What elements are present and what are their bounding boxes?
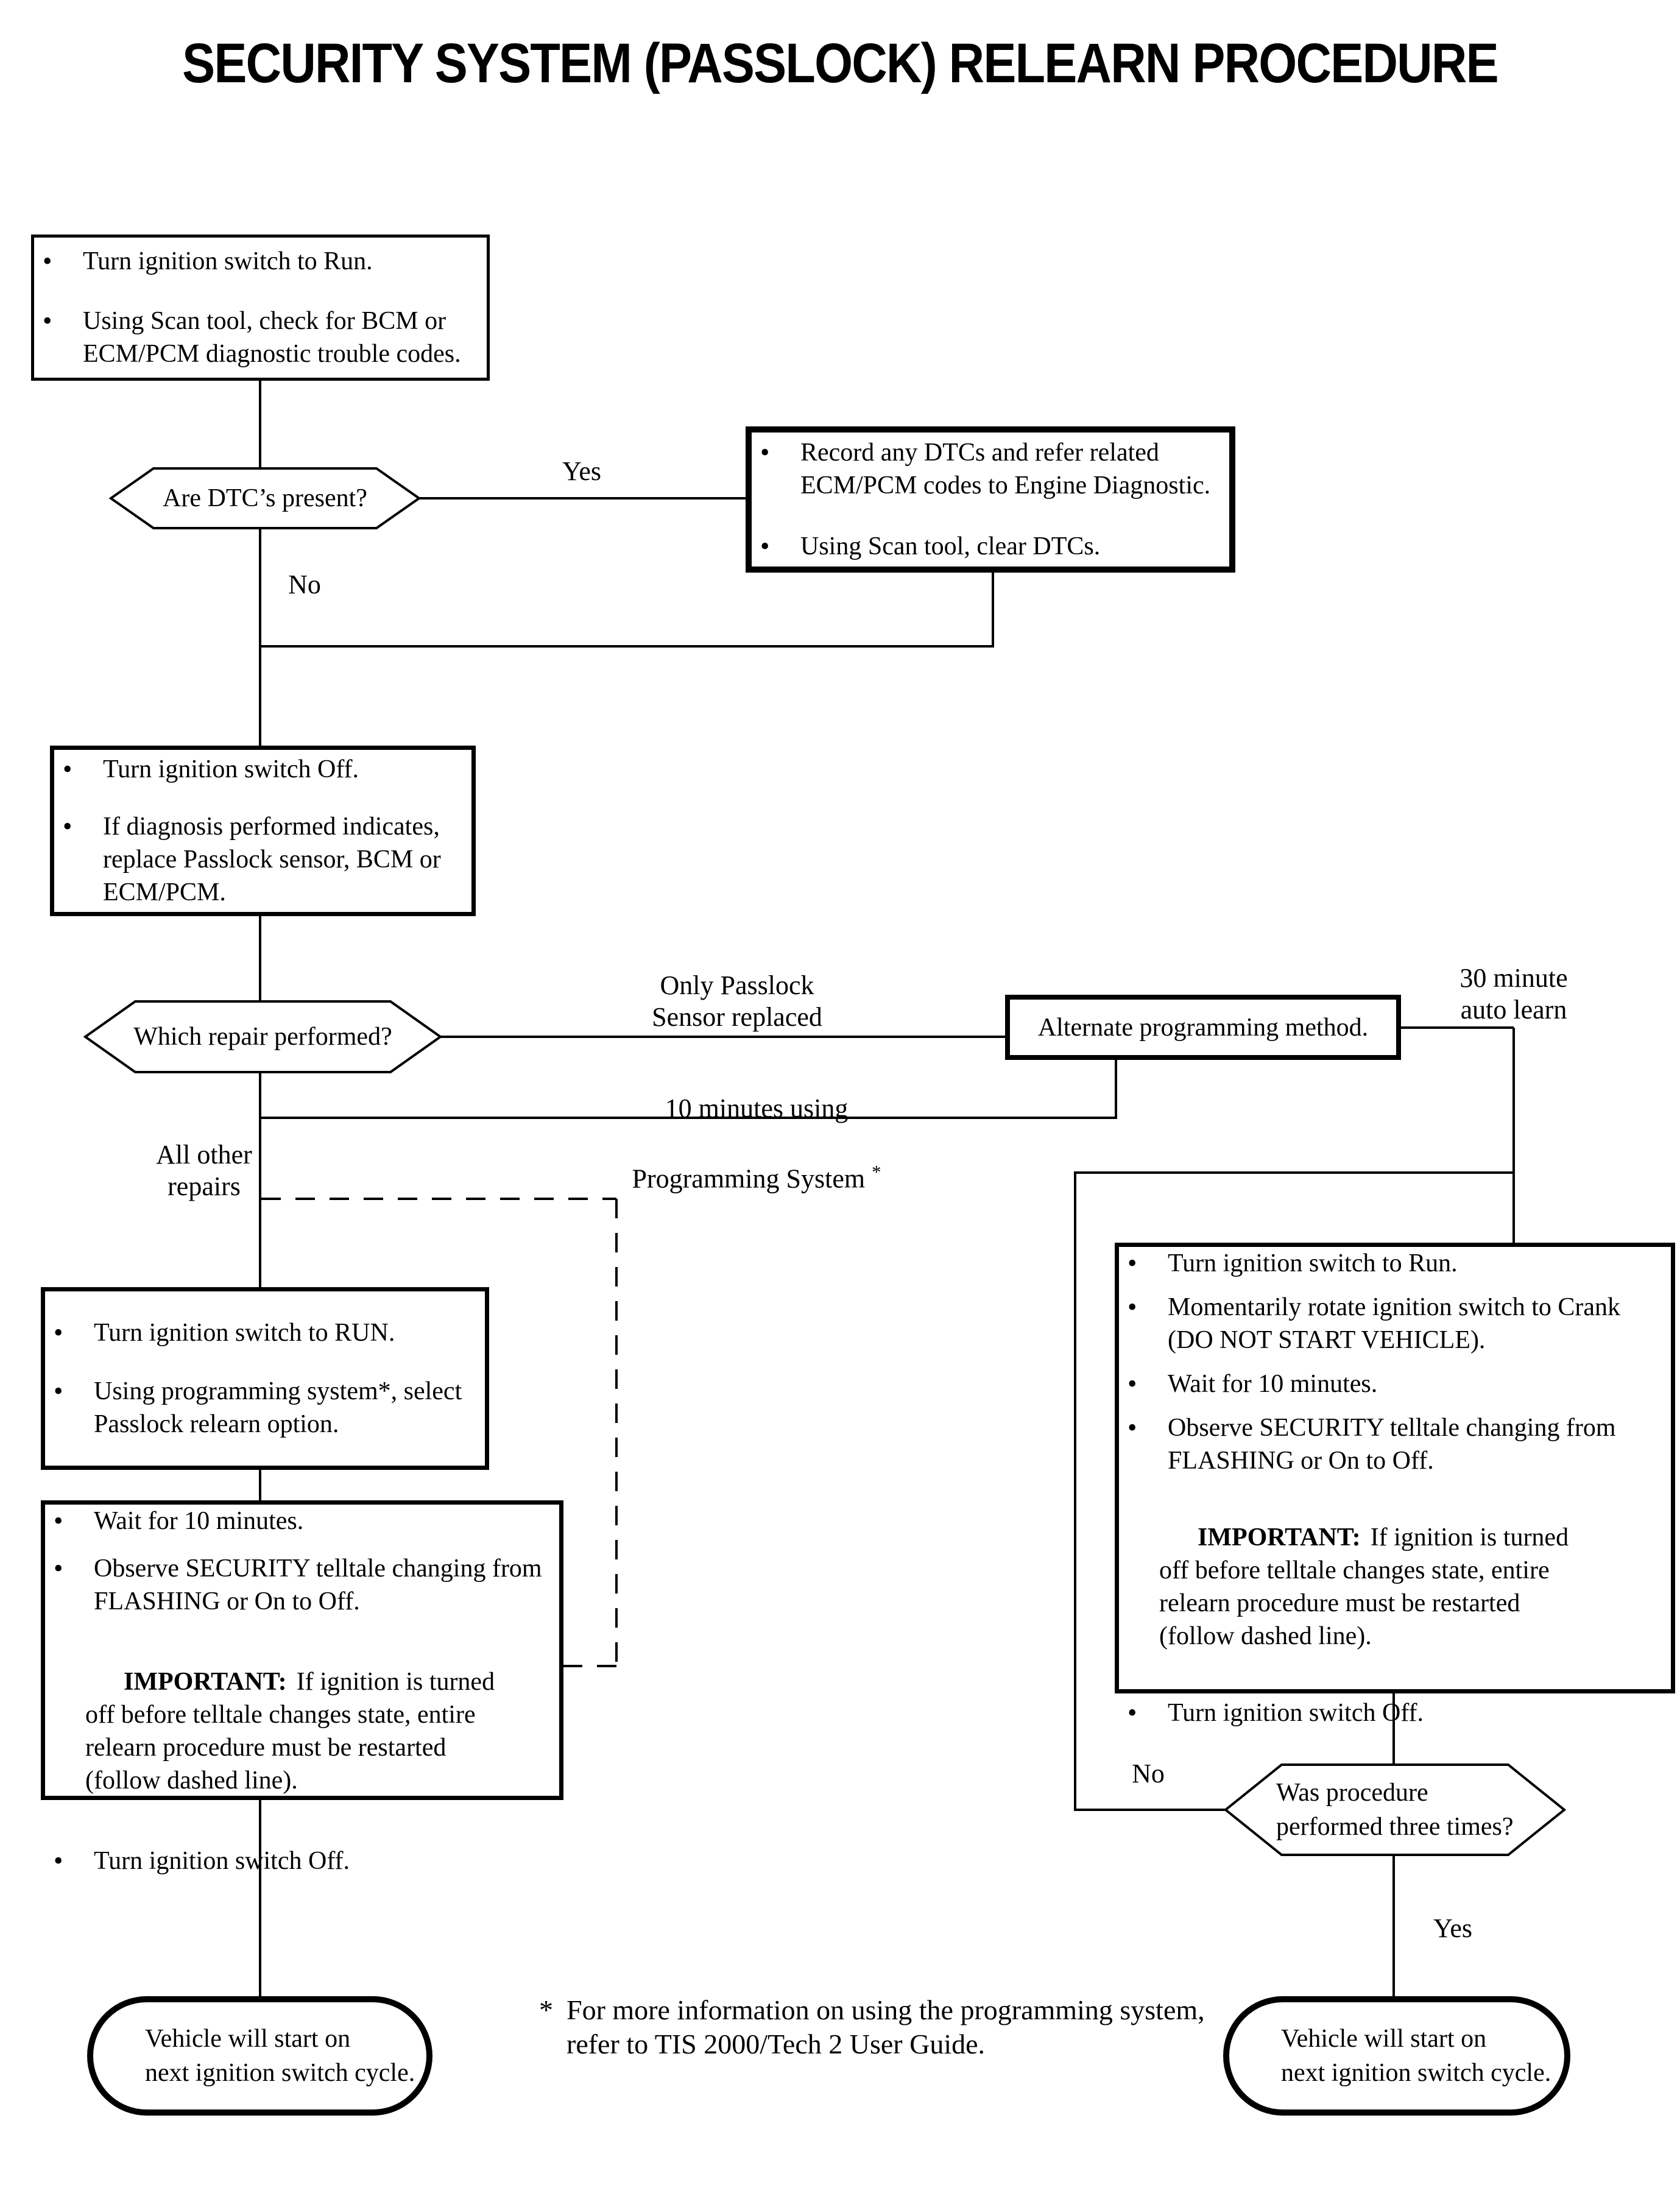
edge-label-no: No bbox=[288, 570, 321, 599]
edge-label-yes-right: Yes bbox=[1433, 1913, 1473, 1943]
decision-three-times-label: Was procedure performed three times? bbox=[1276, 1779, 1514, 1841]
list-item: • Momentarily rotate ignition switch to … bbox=[1119, 1291, 1671, 1357]
bullet-icon: • bbox=[1128, 1698, 1137, 1728]
record-dtcs-box: • Record any DTCs and refer related ECM/… bbox=[746, 426, 1235, 573]
bullet-icon: • bbox=[63, 811, 72, 841]
edge-label-30-minute: 30 minute auto learn bbox=[1459, 963, 1568, 1025]
bullet-icon: • bbox=[54, 1846, 63, 1876]
edge-label-no-right: No bbox=[1132, 1759, 1165, 1788]
bullet-icon: • bbox=[54, 1376, 63, 1406]
edge-label-all-other-repairs: All other repairs bbox=[156, 1140, 252, 1201]
list-item: • Observe SECURITY telltale changing fro… bbox=[1119, 1411, 1671, 1477]
footnote: * For more information on using the prog… bbox=[539, 1993, 1205, 2061]
list-item: • Turn ignition switch to RUN. bbox=[45, 1316, 485, 1349]
list-item: • Wait for 10 minutes. bbox=[45, 1505, 559, 1537]
edge-label-10-minutes: 10 minutes using Programming System * bbox=[632, 1093, 881, 1194]
edge-label-yes: Yes bbox=[562, 456, 602, 486]
list-item: • Turn ignition switch Off. bbox=[1119, 1696, 1671, 1729]
asterisk-marker: * bbox=[539, 1994, 553, 2025]
wait-observe-box: • Wait for 10 minutes. • Observe SECURIT… bbox=[41, 1500, 563, 1876]
bullet-icon: • bbox=[43, 306, 52, 336]
terminal-right: Vehicle will start on next ignition swit… bbox=[1223, 1996, 1570, 2116]
terminal-left: Vehicle will start on next ignition swit… bbox=[87, 1996, 432, 2116]
start-box: • Turn ignition switch to Run. • Using S… bbox=[31, 235, 490, 381]
dashed-restart-path bbox=[261, 1198, 618, 1667]
bullet-icon: • bbox=[1128, 1292, 1137, 1322]
bullet-icon: • bbox=[1128, 1248, 1137, 1278]
bullet-icon: • bbox=[54, 1553, 63, 1583]
list-item: • If diagnosis performed indicates, repl… bbox=[54, 810, 471, 909]
bullet-icon: • bbox=[63, 754, 72, 784]
list-item: • Turn ignition switch Off. bbox=[54, 753, 471, 786]
list-item: • Observe SECURITY telltale changing fro… bbox=[45, 1552, 559, 1618]
list-item: • Using programming system*, select Pass… bbox=[45, 1375, 485, 1441]
list-item: • Turn ignition switch to Run. bbox=[34, 245, 487, 278]
bullet-icon: • bbox=[760, 531, 770, 561]
edge-label-only-passlock: Only Passlock Sensor replaced bbox=[652, 970, 822, 1032]
decision-dtc-label: Are DTC’s present? bbox=[163, 484, 367, 512]
alternate-programming-box: Alternate programming method. bbox=[1005, 995, 1401, 1060]
bullet-icon: • bbox=[760, 437, 770, 467]
important-note: IMPORTANT:If ignition is turned off befo… bbox=[85, 1668, 495, 1795]
decision-threetimes-shape bbox=[1223, 1763, 1567, 1856]
bullet-icon: • bbox=[54, 1318, 63, 1347]
list-item: • Wait for 10 minutes. bbox=[1119, 1368, 1671, 1400]
bullet-icon: • bbox=[1128, 1369, 1137, 1399]
auto-learn-box: • Turn ignition switch to Run. • Momenta… bbox=[1115, 1243, 1675, 1728]
page-title: SECURITY SYSTEM (PASSLOCK) RELEARN PROCE… bbox=[182, 32, 1498, 94]
run-programming-box: • Turn ignition switch to RUN. • Using p… bbox=[41, 1287, 489, 1470]
decision-dtc-shape bbox=[108, 467, 422, 529]
important-note: IMPORTANT:If ignition is turned off befo… bbox=[1159, 1523, 1569, 1650]
list-item: • Using Scan tool, clear DTCs. bbox=[752, 530, 1229, 563]
bullet-icon: • bbox=[43, 246, 52, 276]
list-item: • Turn ignition switch to Run. bbox=[1119, 1247, 1671, 1280]
bullet-icon: • bbox=[54, 1506, 63, 1536]
list-item: • Using Scan tool, check for BCM or ECM/… bbox=[34, 305, 487, 370]
bullet-icon: • bbox=[1128, 1413, 1137, 1442]
list-item: • Turn ignition switch Off. bbox=[45, 1845, 559, 1877]
decision-repair-label: Which repair performed? bbox=[133, 1023, 392, 1051]
decision-repair-shape bbox=[83, 1000, 443, 1073]
ignition-off-box: • Turn ignition switch Off. • If diagnos… bbox=[50, 746, 476, 916]
asterisk-marker: * bbox=[872, 1162, 881, 1182]
list-item: • Record any DTCs and refer related ECM/… bbox=[752, 436, 1229, 502]
